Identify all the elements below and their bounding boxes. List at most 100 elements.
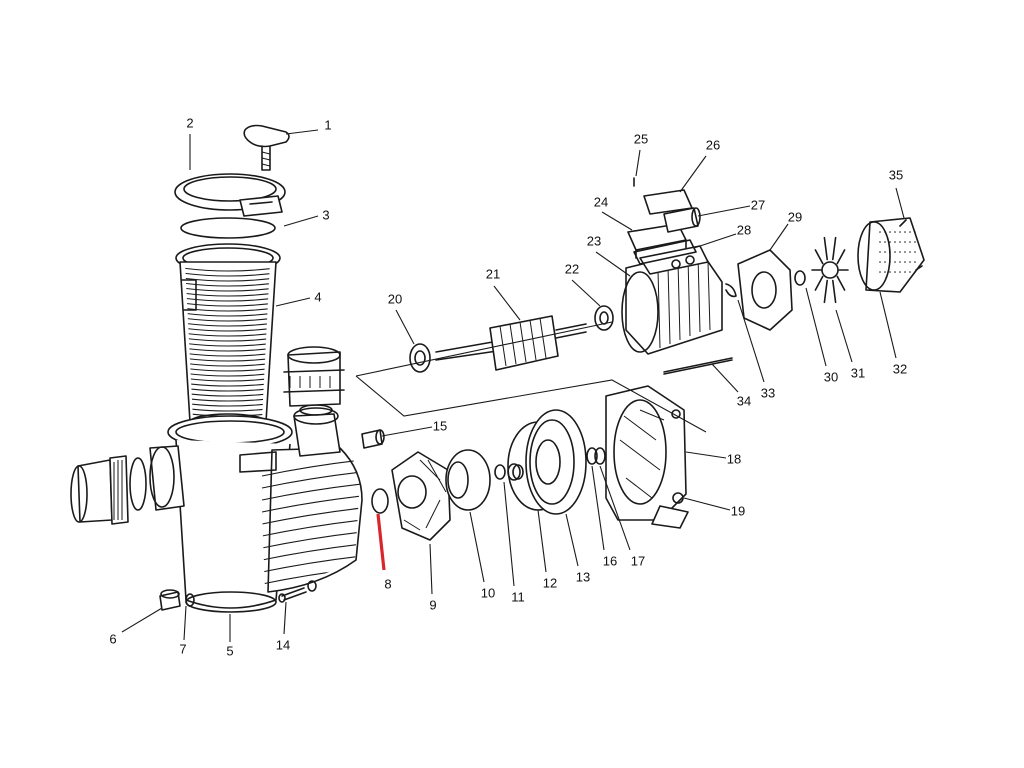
leader-line (835, 309, 853, 363)
callout-label: 24 (594, 194, 608, 209)
part-flange-bolt (671, 409, 681, 419)
callout-label: 17 (631, 553, 645, 568)
part-tie-rods (663, 357, 733, 375)
callout-label: 15 (433, 418, 447, 433)
leader-line (571, 279, 601, 307)
leader-line (283, 215, 319, 227)
callout-label: 16 (603, 553, 617, 568)
callout-label: 8 (384, 576, 391, 591)
part-inlet-union (70, 455, 147, 525)
part-wave-washer (794, 270, 806, 286)
callout-label: 35 (889, 167, 903, 182)
callout-label: 23 (587, 233, 601, 248)
part-diffuser (391, 451, 451, 541)
part-fan-cover (857, 217, 925, 293)
leader-line (685, 451, 727, 459)
leader-line (895, 187, 905, 219)
leader-line (683, 497, 731, 511)
callout-label: 1 (324, 117, 331, 132)
part-diffuser-o-ring (371, 488, 389, 514)
part-rotor (435, 315, 587, 371)
leader-line (635, 149, 641, 177)
part-drain-washer (185, 593, 195, 607)
callout-label: 18 (727, 451, 741, 466)
callout-label: 2 (186, 115, 193, 130)
part-o-ring (725, 283, 737, 298)
part-slinger (586, 447, 598, 465)
callout-label: 21 (486, 266, 500, 281)
callout-label: 4 (314, 289, 321, 304)
leader-line (595, 251, 631, 277)
callout-label: 29 (788, 209, 802, 224)
leader-line (591, 465, 605, 551)
part-capacitor (663, 207, 701, 233)
callout-label: 20 (388, 291, 402, 306)
leader-line (285, 129, 319, 135)
leader-line (183, 605, 187, 641)
leader-line (599, 465, 631, 551)
callout-label: 9 (429, 597, 436, 612)
leader-line (879, 291, 897, 359)
leader-line (805, 287, 827, 367)
part-front-bearing (409, 343, 431, 373)
callout-label: 5 (226, 643, 233, 658)
part-cover-screws (899, 219, 923, 271)
callout-label: 26 (706, 137, 720, 152)
callout-label: 31 (851, 365, 865, 380)
assembly-bracket (355, 321, 707, 433)
callout-label: 22 (565, 261, 579, 276)
part-foot-bolt (672, 492, 684, 504)
leader-line (381, 426, 433, 437)
part-drain-plug (159, 589, 181, 611)
part-pump-body (149, 404, 363, 613)
highlighted-leader-line (376, 513, 386, 571)
leader-line (679, 155, 707, 193)
leader-line (693, 233, 737, 249)
part-impeller (445, 449, 491, 511)
leader-line (737, 299, 765, 383)
callout-label: 12 (543, 575, 557, 590)
callout-label: 30 (824, 369, 838, 384)
part-lid (174, 173, 286, 217)
leader-line (395, 309, 415, 345)
part-motor-flange (605, 385, 689, 529)
part-discharge-union (283, 346, 345, 407)
part-lid-o-ring (180, 217, 276, 239)
part-lid-knob (243, 124, 290, 171)
callout-label: 13 (576, 569, 590, 584)
leader-line (503, 481, 515, 587)
leader-line (711, 363, 739, 393)
callout-label: 11 (511, 589, 525, 604)
leader-line (283, 601, 287, 635)
part-end-shield (737, 249, 793, 331)
part-screw-washer (278, 580, 317, 603)
part-water-slinger (594, 447, 606, 465)
leader-line (565, 513, 579, 567)
part-plug (361, 429, 385, 449)
part-motor-stator (621, 245, 723, 355)
leader-line (469, 511, 485, 583)
part-cooling-fan (811, 236, 849, 304)
leader-line (601, 211, 633, 231)
part-seal-plate (525, 409, 587, 515)
leader-line (121, 607, 163, 633)
leader-line (275, 297, 311, 307)
callout-label: 6 (109, 631, 116, 646)
callout-label: 32 (893, 361, 907, 376)
part-terminal-gasket (633, 239, 697, 265)
callout-label: 27 (751, 197, 765, 212)
part-rear-bearing (594, 305, 614, 331)
part-strainer-basket (175, 243, 281, 431)
callout-label: 10 (481, 585, 495, 600)
callout-label: 33 (761, 385, 775, 400)
leader-line (493, 285, 521, 321)
leader-line (697, 205, 751, 217)
callout-label: 7 (179, 641, 186, 656)
leader-line (769, 223, 789, 251)
callout-label: 14 (276, 637, 290, 652)
callout-label: 25 (634, 131, 648, 146)
leader-line (537, 509, 547, 573)
callout-label: 28 (737, 222, 751, 237)
callout-label: 19 (731, 503, 745, 518)
